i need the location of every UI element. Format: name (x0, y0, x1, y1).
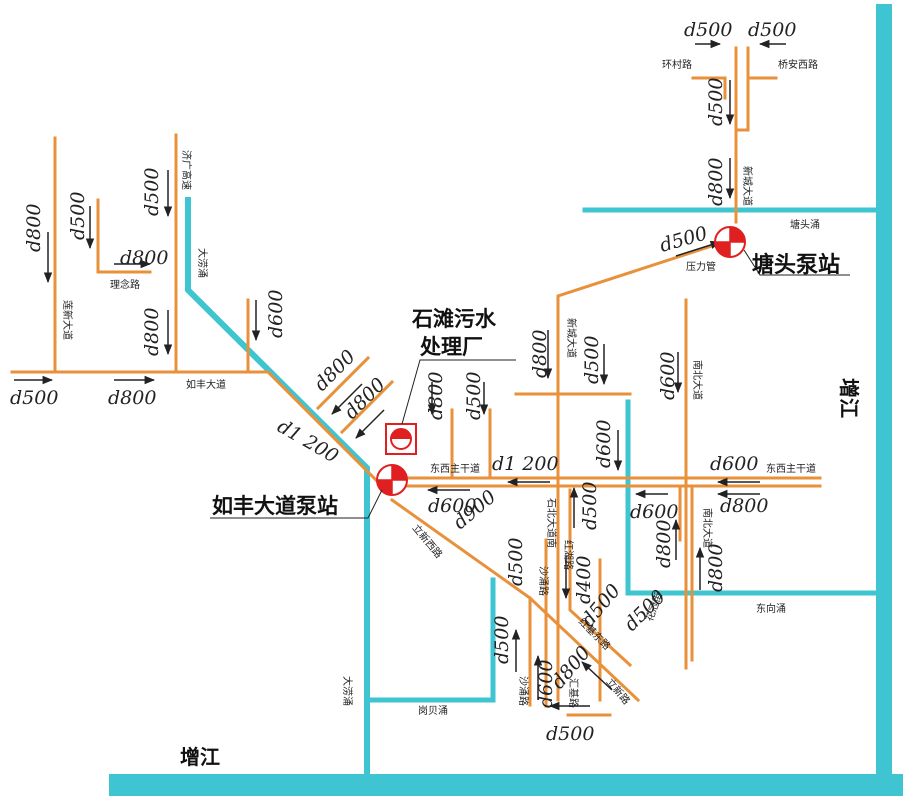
pipe-label-shibei-d500: d500 (579, 482, 601, 530)
tangtou-pump-station-symbol (714, 226, 746, 258)
dalao-creek (185, 197, 370, 783)
pipe-label-left-col4: d800 (141, 308, 163, 356)
pipe-label-xc-d500: d500 (581, 336, 603, 384)
rufeng-pump-station-symbol (376, 464, 408, 496)
road-dalao: 大涝涌 (196, 248, 209, 278)
road-xincheng: 新城大道 (741, 166, 754, 206)
zengjiang-river-bottom-label: 增江 (180, 745, 220, 769)
arrow-pressure (675, 240, 722, 257)
pipe-label-nb-d600: d600 (657, 352, 679, 400)
road-dongxi-main-right: 东西主干道 (766, 462, 816, 475)
road-lianxin: 莲新大道 (61, 300, 74, 340)
road-huancun: 环村路 (662, 58, 692, 71)
pipe-label-left-col1: d800 (23, 204, 45, 252)
gangbei-creek (364, 577, 496, 703)
pipe-label-linian: d800 (120, 247, 168, 269)
pipe-label-d600-left-main: d600 (428, 495, 476, 517)
pipe-label-g600: d600 (265, 290, 287, 338)
waterways (109, 4, 903, 796)
road-lixin-west: 立新西路 (410, 522, 446, 561)
pipe-diag-branch2 (339, 379, 395, 435)
pipe-huancun (691, 76, 727, 100)
plant-label-line1: 石滩污水 (411, 307, 497, 331)
pipe-label-hh-d400: d400 (573, 556, 595, 604)
road-jiguang: 济广高速 (180, 150, 193, 190)
road-huiji: 汇基路 (567, 678, 580, 708)
pipe-label-plant-d500: d500 (463, 372, 485, 420)
pipe-label-east-d800: d800 (720, 495, 768, 517)
road-rufeng: 如丰大道 (186, 378, 226, 391)
pipe-label-xc-lower: d800 (705, 158, 727, 206)
road-honghu: 红湖路 (562, 540, 575, 570)
pipe-label-sy-d600: d600 (535, 660, 557, 708)
sewer-pipes (10, 46, 822, 717)
pipe-label-east-d600: d600 (710, 453, 758, 475)
pipe-label-bottom-d500: d500 (546, 723, 594, 745)
road-nanbei2: 南北大道 (701, 508, 714, 548)
pipe-label-d1200-left: d1 200 (274, 415, 343, 467)
pipe-label-diag1: d800 (310, 346, 360, 396)
pipe-label-east-d800-2: d800 (705, 544, 727, 592)
pipe-label-pressure: d500 (657, 222, 710, 256)
pipe-label-d1200-right: d1 200 (492, 453, 559, 475)
arrow-lx-d800 (581, 661, 613, 691)
road-shayong2: 沙涌路 (517, 676, 530, 706)
pipe-label-rufeng-mid: d800 (108, 387, 156, 409)
pipe-label-lx-d500: d500 (491, 616, 513, 664)
pipe-label-xc-upper: d500 (705, 78, 727, 126)
dongxiang-creek (625, 399, 879, 596)
road-shayong: 沙涌路 (537, 566, 550, 596)
road-dalao2: 大涝涌 (341, 676, 354, 706)
plant-label-line2: 处理厂 (419, 335, 483, 359)
pipe-diag-branch1 (315, 355, 371, 411)
road-tangtou-creek: 塘头涌 (790, 218, 820, 231)
pipe-pressure (556, 240, 726, 702)
pipe-label-xc-d800: d800 (529, 330, 551, 378)
arrow-diag1 (331, 383, 363, 415)
shitan-treatment-plant-symbol (385, 423, 417, 455)
pipe-label-d900: d900 (449, 486, 500, 534)
pipe-honghu (568, 488, 633, 668)
pipe-label-left-col3: d500 (141, 168, 163, 216)
pipe-label-nb-d800: d800 (653, 520, 675, 568)
road-nanbei: 南北大道 (691, 360, 704, 400)
arrow-diag2 (355, 409, 385, 439)
pipe-linian (96, 198, 152, 274)
road-gangbei: 岗贝涌 (418, 705, 448, 717)
pipe-label-plant-d800: d800 (425, 372, 447, 420)
pipe-label-left-col2: d500 (67, 192, 89, 240)
pipe-xincheng-upper-branch (734, 46, 750, 132)
pipe-label-sy-d500: d500 (505, 538, 527, 586)
pipe-label-right-d600: d600 (630, 501, 678, 523)
zengjiang-river-right-label: 增江 (837, 378, 861, 418)
rufeng-station-label: 如丰大道泵站 (212, 494, 338, 518)
pipe-rufeng-road (10, 370, 385, 489)
pipe-label-rufeng-left: d500 (10, 387, 58, 409)
road-qiaoan-west: 桥安西路 (778, 58, 818, 71)
road-dongxi-main-left: 东西主干道 (430, 462, 480, 475)
road-linian: 理念路 (110, 278, 140, 291)
tangtou-station-label: 塘头泵站 (752, 252, 840, 278)
road-shibei: 石北大道南 (545, 498, 558, 548)
road-xincheng2: 新城大道 (565, 318, 578, 358)
road-dongxiang: 东向涌 (756, 602, 786, 615)
road-pressure-pipe: 压力管 (686, 260, 716, 273)
pipe-diameter-labels: d500 d500 d500 d800 d500 d800 d500 d500 … (10, 19, 796, 745)
pipe-label-top-right: d500 (748, 19, 796, 41)
flow-arrows (14, 39, 786, 711)
pipe-label-mid-d600: d600 (593, 420, 615, 468)
pipe-label-top-left: d500 (684, 19, 732, 41)
leader-lines (210, 249, 850, 519)
